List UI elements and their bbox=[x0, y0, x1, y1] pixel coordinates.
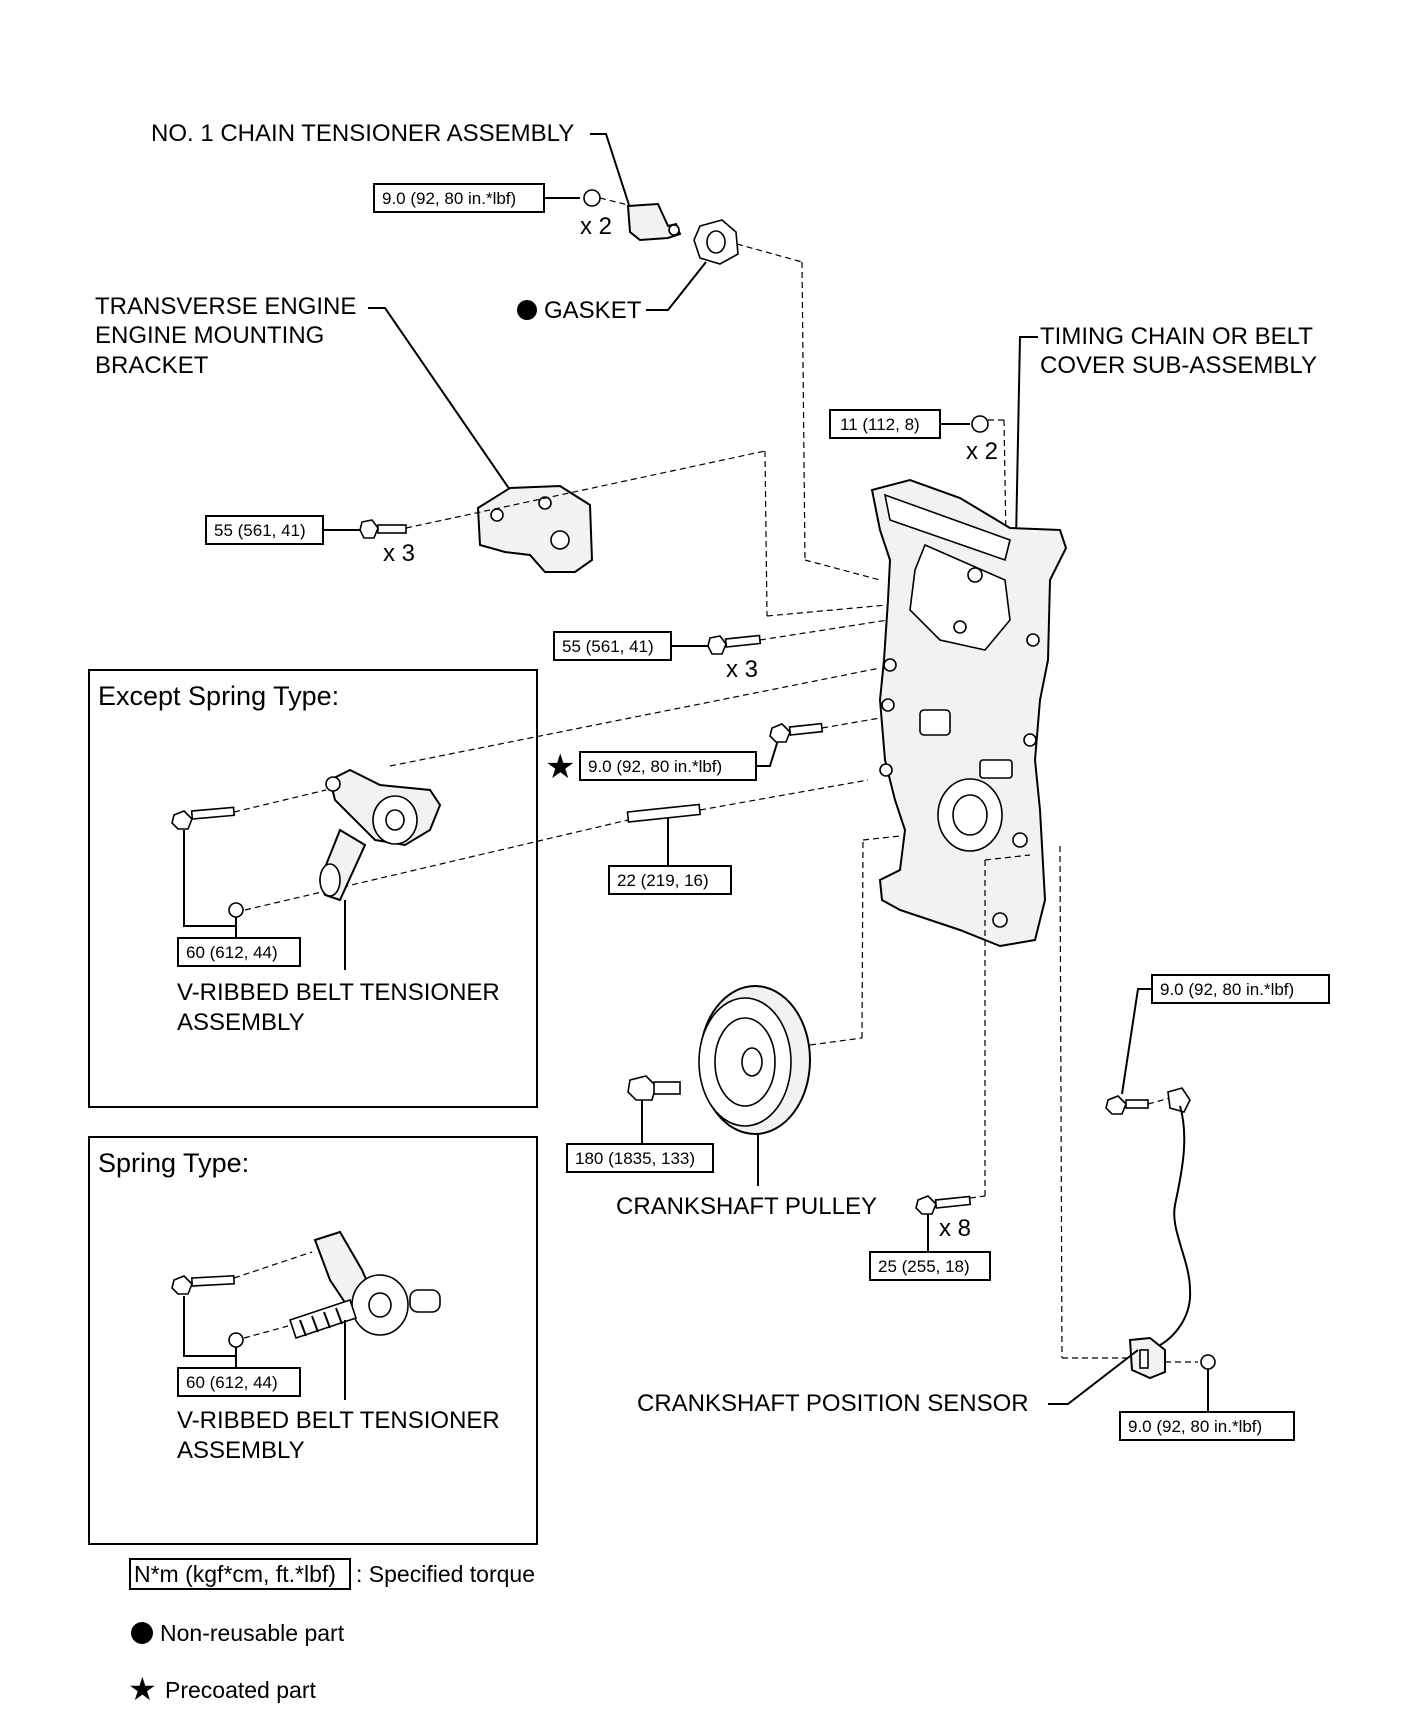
legend-torque-box bbox=[129, 1558, 351, 1590]
torque-box-pulley bbox=[566, 1143, 714, 1173]
bolt-icon bbox=[915, 1195, 972, 1215]
crank-sensor-group: 9.0 (92, 80 in.*lbf) 9.0 (92, 80 in.*lbf… bbox=[637, 845, 1330, 1441]
legend-precoated: Precoated part bbox=[165, 1677, 316, 1703]
bolt-icon bbox=[707, 634, 762, 655]
torque-box-tensioner bbox=[373, 183, 545, 213]
bolt-icon bbox=[171, 1274, 235, 1295]
lower-cover-bolt-group: x 8 25 (255, 18) bbox=[869, 854, 1031, 1281]
torque-sensor-top: 9.0 (92, 80 in.*lbf) bbox=[1160, 980, 1294, 999]
spring-panel: Spring Type: 60 (612, 44) V-RIBBED BELT … bbox=[88, 1136, 538, 1545]
chain-tensioner-group: NO. 1 CHAIN TENSIONER ASSEMBLY 9.0 (92, … bbox=[151, 120, 881, 581]
tensioner-spring-part bbox=[288, 1230, 441, 1340]
bracket-label-3: BRACKET bbox=[95, 352, 209, 379]
qty-lower-cover: x 8 bbox=[939, 1215, 971, 1242]
qty-bracket: x 3 bbox=[383, 540, 415, 567]
tensioner-label-2: ASSEMBLY bbox=[177, 1009, 305, 1036]
torque-tensioner: 9.0 (92, 80 in.*lbf) bbox=[382, 189, 516, 208]
except-spring-title: Except Spring Type: bbox=[98, 681, 339, 711]
torque-box-stud bbox=[608, 865, 732, 895]
gasket-part bbox=[693, 219, 739, 265]
sensor-part bbox=[1128, 1087, 1192, 1380]
bolt-head-icon bbox=[1200, 1354, 1216, 1370]
torque-box-cover-bolt bbox=[553, 631, 672, 661]
nut-icon bbox=[228, 1332, 244, 1348]
stud-bolt-part bbox=[626, 803, 702, 823]
nut-icon bbox=[971, 415, 989, 433]
tensioner-assembly-part bbox=[318, 768, 442, 902]
qty-tensioner: x 2 bbox=[580, 213, 612, 240]
tensioner2-label-2: ASSEMBLY bbox=[177, 1437, 305, 1464]
filled-circle-icon bbox=[131, 1622, 153, 1644]
torque-tensioner-b: 60 (612, 44) bbox=[186, 1373, 278, 1392]
crank-pulley-group: 180 (1835, 133) CRANKSHAFT PULLEY bbox=[566, 835, 901, 1220]
torque-stud: 22 (219, 16) bbox=[617, 871, 709, 890]
torque-box-lower-cover bbox=[869, 1251, 991, 1281]
legend: N*m (kgf*cm, ft.*lbf) : Specified torque… bbox=[128, 1558, 535, 1708]
torque-box-sensor-bottom bbox=[1119, 1411, 1295, 1441]
legend-torque-units: N*m (kgf*cm, ft.*lbf) bbox=[134, 1561, 336, 1587]
legend-torque-text: : Specified torque bbox=[356, 1561, 535, 1587]
crank-sensor-label: CRANKSHAFT POSITION SENSOR bbox=[637, 1390, 1029, 1417]
except-spring-panel: Except Spring Type: 60 (612, 44) V-RIBBE… bbox=[88, 669, 538, 1108]
bolt-icon bbox=[1105, 1095, 1149, 1115]
chain-tensioner-label: NO. 1 CHAIN TENSIONER ASSEMBLY bbox=[151, 120, 574, 147]
tensioner2-label-1: V-RIBBED BELT TENSIONER bbox=[177, 1407, 500, 1434]
torque-lower-cover: 25 (255, 18) bbox=[878, 1257, 970, 1276]
gasket-label: GASKET bbox=[544, 297, 642, 324]
legend-nonreusable: Non-reusable part bbox=[160, 1620, 345, 1646]
chain-tensioner-part bbox=[626, 202, 682, 242]
timing-cover-group: TIMING CHAIN OR BELT COVER SUB-ASSEMBLY … bbox=[244, 323, 1317, 948]
precoated-marker-icon: ★ bbox=[545, 747, 575, 787]
torque-sensor-bottom: 9.0 (92, 80 in.*lbf) bbox=[1128, 1417, 1262, 1436]
bracket-part bbox=[476, 484, 594, 573]
nut-icon bbox=[228, 902, 244, 918]
torque-bracket: 55 (561, 41) bbox=[214, 521, 306, 540]
crank-pulley-label: CRANKSHAFT PULLEY bbox=[616, 1193, 877, 1220]
bracket-label-2: ENGINE MOUNTING bbox=[95, 322, 324, 349]
pulley-bolt-icon bbox=[627, 1075, 681, 1101]
torque-precoated: 9.0 (92, 80 in.*lbf) bbox=[588, 757, 722, 776]
torque-cover-nut: 11 (112, 8) bbox=[840, 415, 920, 434]
torque-tensioner-a: 60 (612, 44) bbox=[186, 943, 278, 962]
torque-box-tensioner-a bbox=[177, 937, 301, 967]
star-icon: ★ bbox=[128, 1670, 157, 1708]
torque-box-bracket bbox=[205, 515, 324, 545]
cover-label-1: TIMING CHAIN OR BELT bbox=[1040, 323, 1313, 350]
tensioner-label-1: V-RIBBED BELT TENSIONER bbox=[177, 979, 500, 1006]
qty-cover-bolt: x 3 bbox=[726, 656, 758, 683]
timing-cover-part bbox=[870, 478, 1068, 948]
cover-label-2: COVER SUB-ASSEMBLY bbox=[1040, 352, 1317, 379]
torque-cover-bolt: 55 (561, 41) bbox=[562, 637, 654, 656]
bolt-icon bbox=[769, 722, 824, 743]
bracket-label-1: TRANSVERSE ENGINE bbox=[95, 293, 356, 320]
mounting-bracket-group: TRANSVERSE ENGINE ENGINE MOUNTING BRACKE… bbox=[95, 293, 899, 617]
crankshaft-pulley-part bbox=[698, 985, 811, 1135]
spring-title: Spring Type: bbox=[98, 1148, 249, 1178]
nonreusable-marker-icon bbox=[517, 300, 537, 320]
nut-icon bbox=[583, 189, 601, 207]
bolt-icon bbox=[359, 519, 407, 539]
bolt-icon bbox=[171, 806, 236, 830]
qty-cover-nut: x 2 bbox=[966, 438, 998, 465]
torque-box-cover-nut bbox=[829, 409, 941, 439]
torque-box-tensioner-b bbox=[177, 1367, 301, 1397]
torque-box-sensor-top bbox=[1151, 974, 1330, 1004]
torque-pulley: 180 (1835, 133) bbox=[575, 1149, 695, 1168]
